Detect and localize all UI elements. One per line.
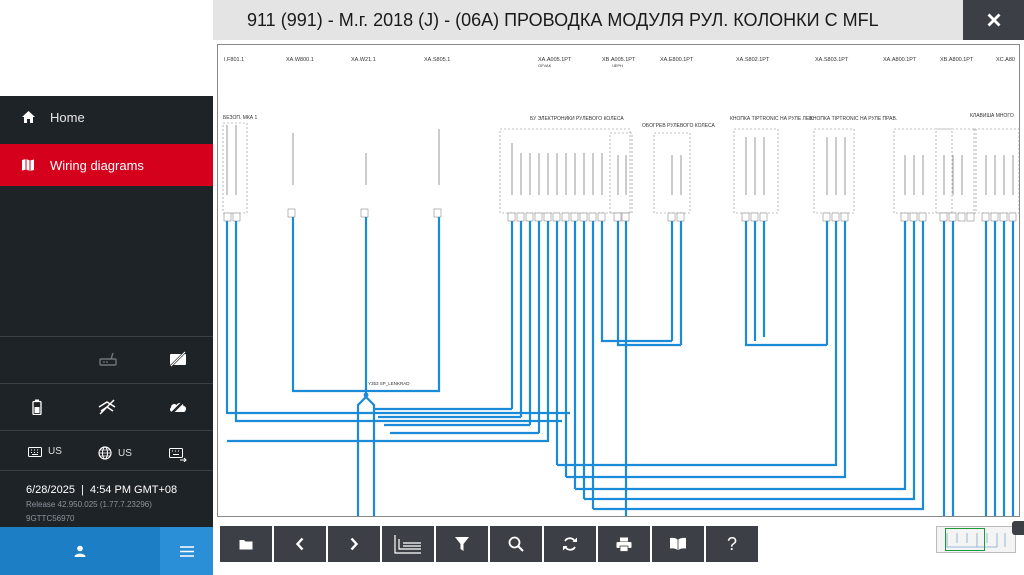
module-label: КНОПКА TIPTRONIC НА РУЛЕ ЛЕВ.	[730, 116, 814, 122]
layers-button[interactable]	[382, 526, 434, 562]
module-label: КЛАВИША МНОГО	[970, 113, 1014, 119]
network-off-icon	[96, 398, 118, 416]
cloud-off-icon	[167, 398, 189, 416]
print-icon	[616, 537, 632, 552]
search-icon	[508, 536, 524, 552]
minimap-toggle[interactable]	[1012, 521, 1024, 535]
nav-home-label: Home	[50, 109, 85, 125]
menu-button[interactable]	[160, 527, 213, 575]
wiring-diagram: I.F801.1 XA.W800.1 XA.W21.1 XA.S805.1 XA…	[222, 57, 1019, 516]
serial-number: 9GTTC56970	[26, 514, 75, 523]
keyboard-layout-indicator[interactable]: US	[28, 446, 62, 457]
bottom-bar	[0, 527, 213, 575]
refresh-icon	[563, 537, 577, 551]
chevron-left-icon	[295, 537, 304, 551]
search-button[interactable]	[490, 526, 542, 562]
filter-icon	[455, 537, 469, 551]
connector-label: XA.S802.1PT	[736, 57, 770, 63]
connector-note: ЧЕРН	[612, 63, 623, 68]
divider	[0, 336, 213, 337]
language-label: US	[118, 447, 132, 459]
folder-icon	[239, 539, 253, 549]
title-bar: 911 (991) - М.г. 2018 (J) - (06А) ПРОВОД…	[213, 0, 963, 40]
previous-button[interactable]	[274, 526, 326, 562]
connector-label: XB.A005.1PT	[602, 57, 636, 63]
sidebar: Home Wiring diagrams US US 6/28/2025 | 4…	[0, 96, 213, 575]
keyboard-switch-icon[interactable]	[167, 446, 189, 464]
connector-label: XA.E800.1PT	[660, 57, 694, 63]
divider	[0, 383, 213, 384]
minimap-preview	[946, 533, 1006, 548]
map-icon	[20, 157, 36, 173]
side-label: БЕЗОП. МКА 1	[223, 115, 258, 121]
chevron-right-icon	[350, 537, 359, 551]
minimap-viewport[interactable]	[945, 528, 985, 551]
close-icon	[987, 13, 1000, 27]
wiring-diagram-canvas[interactable]: I.F801.1 XA.W800.1 XA.W21.1 XA.S805.1 XA…	[217, 44, 1020, 517]
datetime: 6/28/2025 | 4:54 PM GMT+08	[26, 484, 178, 496]
keyboard-icon	[28, 446, 42, 457]
keyboard-layout-label: US	[48, 446, 62, 457]
connector-label: I.F801.1	[224, 57, 244, 63]
refresh-button[interactable]	[544, 526, 596, 562]
connector-label: XA.W800.1	[286, 57, 314, 63]
user-button[interactable]	[0, 527, 160, 575]
connector-note: OFVAK	[538, 63, 552, 68]
hamburger-icon	[179, 545, 194, 557]
filter-button[interactable]	[436, 526, 488, 562]
connector-label: XA.A005.1PT	[538, 57, 572, 63]
module-label: БУ ЭЛЕКТРОНИКИ РУЛЕВОГО КОЛЕСА	[530, 116, 624, 122]
ground-label: Y353 SP_LENKRAD	[368, 381, 410, 386]
divider	[0, 470, 213, 471]
page-title: 911 (991) - М.г. 2018 (J) - (06А) ПРОВОД…	[247, 9, 879, 30]
book-icon	[670, 537, 686, 550]
nav-wiring-diagrams[interactable]: Wiring diagrams	[0, 144, 213, 186]
divider	[0, 430, 213, 431]
next-button[interactable]	[328, 526, 380, 562]
user-icon	[74, 545, 86, 557]
open-folder-button[interactable]	[220, 526, 272, 562]
bottom-toolbar: ?	[213, 522, 1024, 575]
connector-label: XA.S803.1PT	[815, 57, 849, 63]
router-disabled-icon	[97, 350, 119, 368]
nav-wiring-label: Wiring diagrams	[50, 157, 144, 173]
connector-label: XB.A800.1PT	[940, 57, 974, 63]
diagram-minimap[interactable]	[936, 526, 1016, 553]
connector-label: XA.W21.1	[351, 57, 376, 63]
help-icon: ?	[726, 533, 737, 554]
help-button[interactable]: ?	[706, 526, 758, 562]
connector-label: XC.A80	[996, 57, 1015, 63]
release-version: Release 42.950.025 (1.77.7.23296)	[26, 500, 152, 509]
manual-button[interactable]	[652, 526, 704, 562]
print-button[interactable]	[598, 526, 650, 562]
cast-off-icon	[167, 350, 189, 368]
connector-label: XA.A800.1PT	[883, 57, 917, 63]
home-icon	[20, 109, 36, 125]
module-label: ОБОГРЕВ РУЛЕВОГО КОЛЕСА	[642, 123, 716, 129]
globe-icon	[98, 446, 112, 460]
module-label: КНОПКА TIPTRONIC НА РУЛЕ ПРАВ.	[810, 116, 897, 122]
language-indicator[interactable]: US	[98, 446, 132, 460]
nav-home[interactable]: Home	[0, 96, 213, 138]
battery-icon	[26, 398, 48, 416]
close-button[interactable]	[963, 0, 1024, 40]
layers-icon	[394, 535, 421, 554]
left-blank-area	[0, 0, 213, 96]
connector-label: XA.S805.1	[424, 57, 450, 63]
